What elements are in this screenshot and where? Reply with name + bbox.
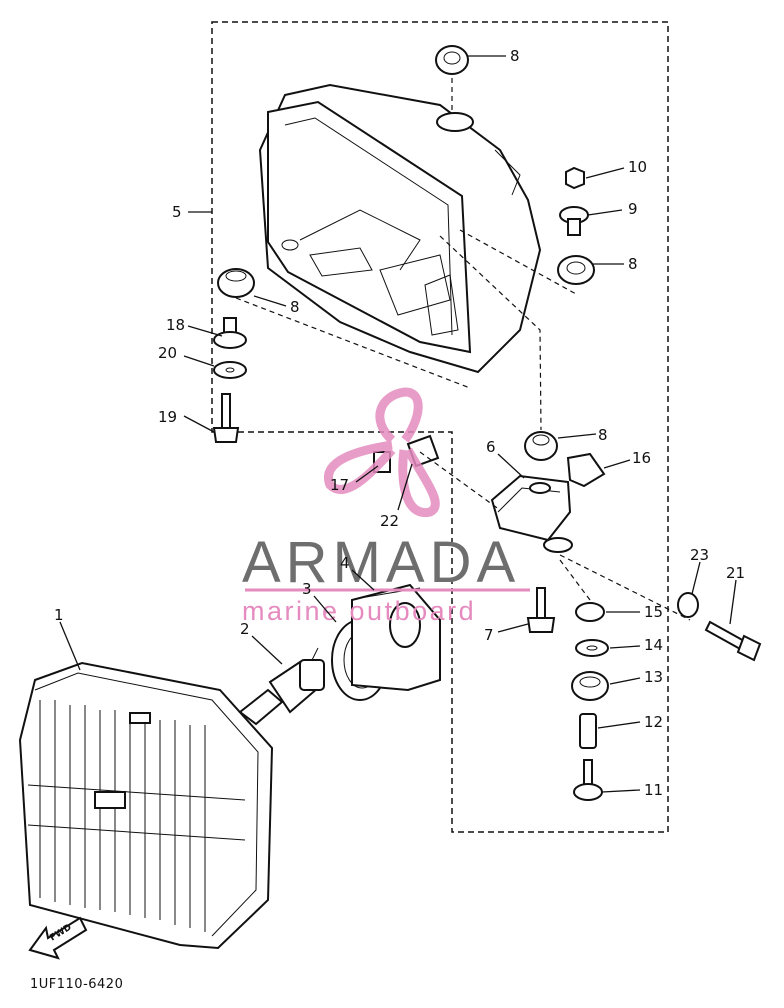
callout-8-lower: 8 xyxy=(598,426,608,444)
bulb xyxy=(238,647,325,726)
callout-8-left: 8 xyxy=(290,298,300,316)
headlight-housing xyxy=(258,83,542,374)
nut-10 xyxy=(565,166,585,190)
bolt-11 xyxy=(573,759,603,801)
headlight-lens xyxy=(18,661,274,950)
callout-22: 22 xyxy=(380,512,399,530)
callout-4: 4 xyxy=(340,554,350,572)
grommet-right xyxy=(557,255,595,285)
assembly-boundary xyxy=(211,21,669,833)
drawing-code: 1UF110-6420 xyxy=(30,977,123,992)
callout-21: 21 xyxy=(726,564,745,582)
bolt-7 xyxy=(526,587,556,633)
callout-19: 19 xyxy=(158,408,177,426)
washer-23 xyxy=(677,592,699,618)
callout-18: 18 xyxy=(166,316,185,334)
callout-15: 15 xyxy=(644,603,663,621)
fwd-arrow-icon xyxy=(28,916,88,960)
callout-11: 11 xyxy=(644,781,663,799)
callout-14: 14 xyxy=(644,636,663,654)
callout-12: 12 xyxy=(644,713,663,731)
callout-20: 20 xyxy=(158,344,177,362)
collar-9 xyxy=(559,206,589,236)
callout-23: 23 xyxy=(690,546,709,564)
callout-3: 3 xyxy=(302,580,312,598)
watermark-brand: ARMADA xyxy=(242,530,520,595)
callout-5: 5 xyxy=(172,203,182,221)
callout-7: 7 xyxy=(484,626,494,644)
callout-17: 17 xyxy=(330,476,349,494)
propeller-logo xyxy=(324,387,440,518)
bolt-19 xyxy=(212,393,240,443)
callout-16: 16 xyxy=(632,449,651,467)
callout-2: 2 xyxy=(240,620,250,638)
callout-6: 6 xyxy=(486,438,496,456)
washer-14 xyxy=(575,639,609,657)
grommet-lower xyxy=(524,431,558,461)
socket-housing xyxy=(351,583,441,692)
washer-20 xyxy=(213,361,247,379)
clip-16 xyxy=(566,452,606,488)
collar-12 xyxy=(579,713,597,749)
watermark-tagline: marine outboard xyxy=(242,596,476,626)
callout-9: 9 xyxy=(628,200,638,218)
bolt-21 xyxy=(704,620,762,662)
callout-10: 10 xyxy=(628,158,647,176)
nut-15 xyxy=(575,602,605,622)
callout-8-right: 8 xyxy=(628,255,638,273)
callout-13: 13 xyxy=(644,668,663,686)
grommet-top xyxy=(435,45,469,75)
grommet-left xyxy=(217,268,255,298)
callout-1: 1 xyxy=(54,606,64,624)
mounting-bracket xyxy=(490,474,573,553)
damper-13 xyxy=(571,671,609,701)
callout-8-top: 8 xyxy=(510,47,520,65)
collar-18 xyxy=(213,317,247,349)
